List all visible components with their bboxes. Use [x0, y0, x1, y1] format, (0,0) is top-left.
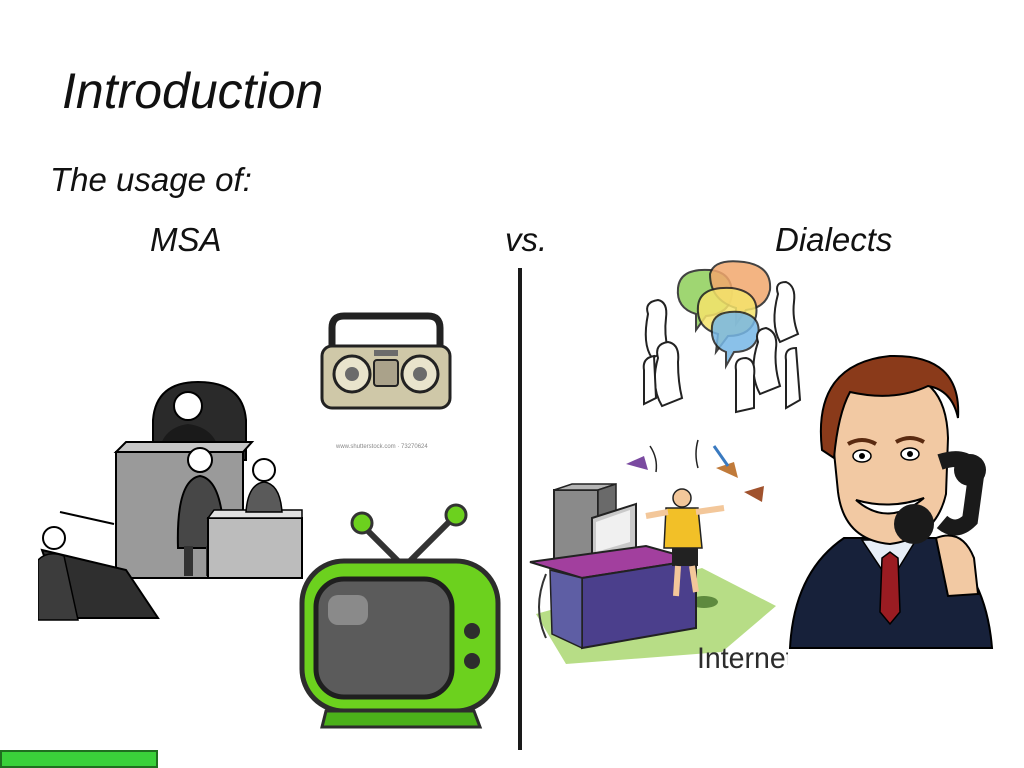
slide-title: Introduction: [62, 63, 324, 119]
msa-label: MSA: [150, 221, 222, 258]
stock-caption: www.shutterstock.com · 73270624: [335, 444, 428, 450]
slide-subtitle: The usage of:: [50, 161, 252, 198]
chatting-crowd-clipart: [642, 260, 802, 414]
tv-clipart: [299, 503, 501, 729]
dialects-label: Dialects: [775, 221, 893, 258]
internet-clipart: Internet: [529, 439, 788, 672]
man-on-phone-clipart: [788, 354, 994, 649]
courtroom-clipart: [38, 380, 303, 621]
vertical-divider: [518, 268, 522, 750]
internet-label: Internet: [697, 642, 788, 672]
radio-clipart: www.shutterstock.com · 73270624: [320, 312, 452, 450]
vs-label: vs.: [505, 221, 548, 258]
bottom-green-bar: [0, 750, 158, 768]
